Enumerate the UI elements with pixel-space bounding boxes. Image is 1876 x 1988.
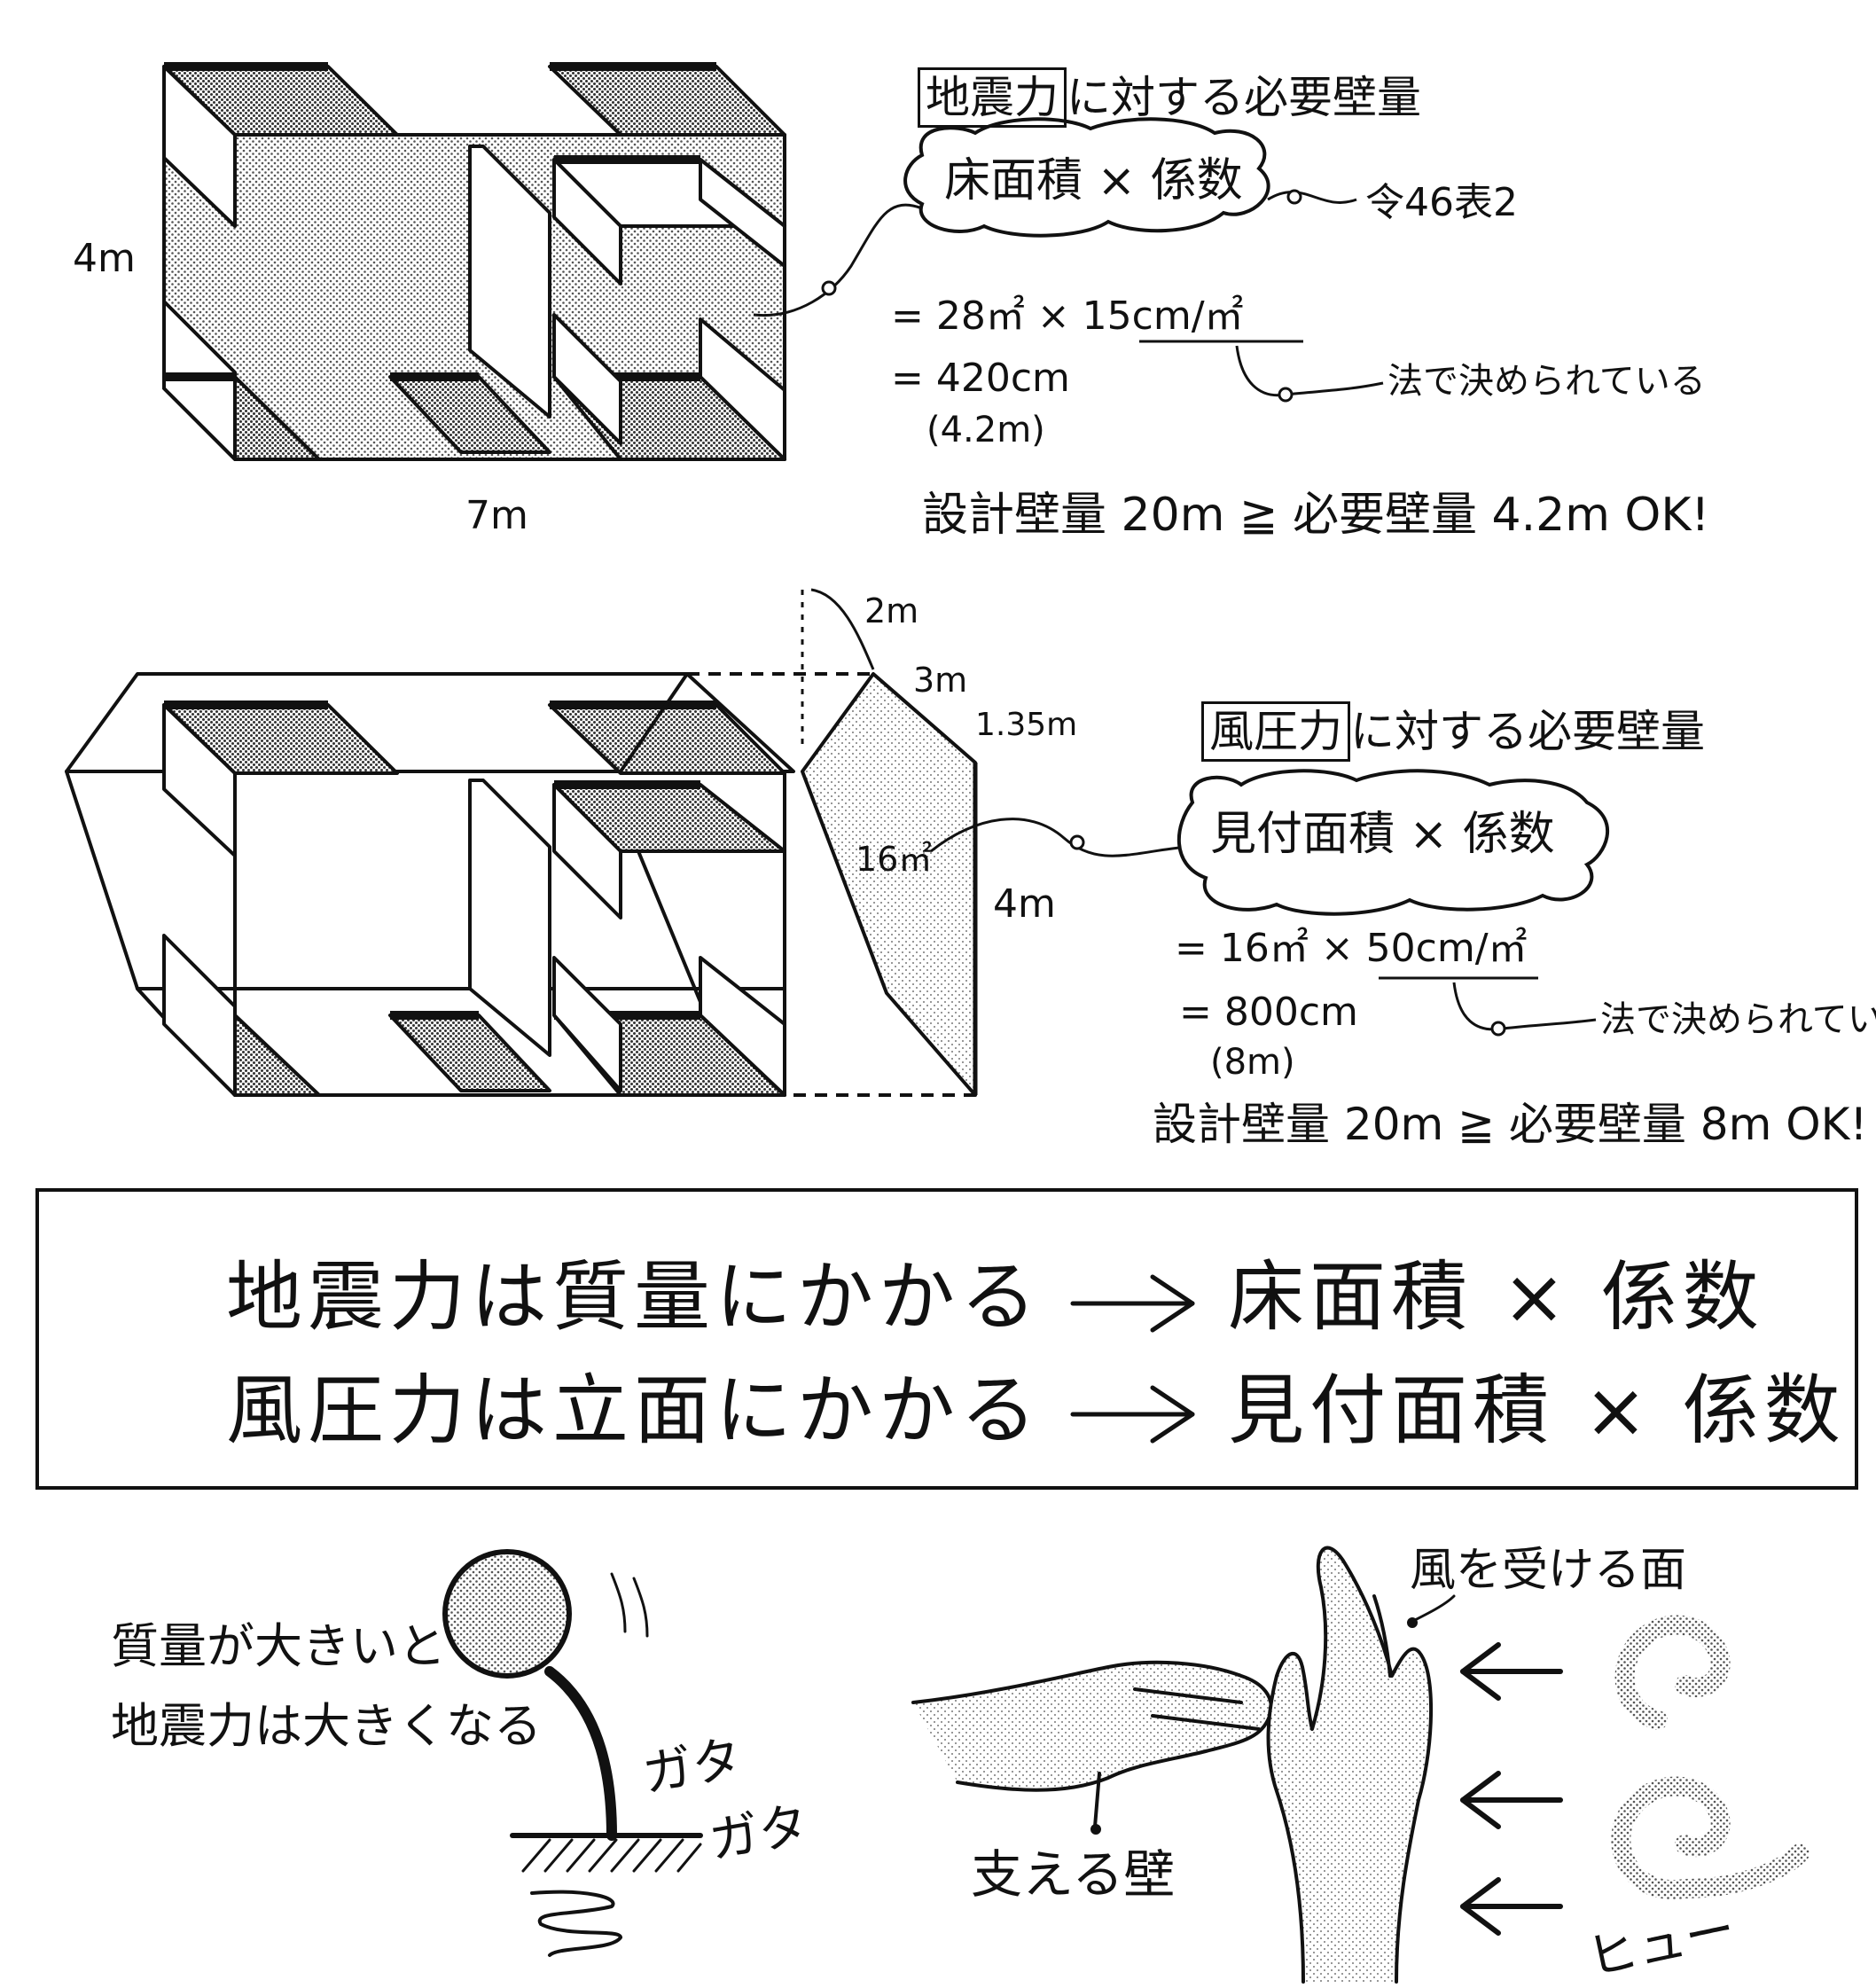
summary-row1-left: 地震力は質量にかかる [226, 1253, 1042, 1342]
caption-mass-line2: 地震力は大きくなる [111, 1698, 542, 1754]
summary-arrows [1070, 1274, 1195, 1444]
calc-wind-line3: (8m) [1210, 1042, 1295, 1083]
wall-bottom-right-side [699, 317, 786, 461]
law-note-2: 法で決められている [1600, 999, 1876, 1040]
formula-floor-area: 床面積 × 係数 [944, 154, 1243, 207]
title-wind: 風圧力に対する必要壁量 [1201, 701, 1705, 762]
dim-label-2m: 2m [864, 591, 919, 630]
shaking-ball-illustration [442, 1549, 703, 1957]
leader-line-2 [930, 818, 1189, 857]
wall-bottom-right-left [552, 313, 622, 445]
title-seismic-boxed: 地震力 [918, 67, 1067, 128]
title-wind-boxed: 風圧力 [1201, 701, 1350, 762]
wind-swirl-2 [1611, 1776, 1810, 1900]
conclusion-seismic: 設計壁量 20m ≧ 必要壁量 4.2m OK! [922, 489, 1710, 542]
title-seismic: 地震力に対する必要壁量 [918, 67, 1421, 128]
supporting-hand [911, 1660, 1273, 1792]
summary-row2-right: 見付面積 × 係数 [1228, 1366, 1846, 1455]
calc-seismic-line1: = 28㎡ × 15cm/㎡ [891, 294, 1244, 339]
dim-label-1-35m: 1.35m [975, 707, 1078, 743]
area-label-elevation: 16㎡ [856, 840, 933, 879]
formula-elevation-area: 見付面積 × 係数 [1210, 808, 1555, 861]
summary-box [35, 1188, 1858, 1490]
conclusion-wind: 設計壁量 20m ≧ 必要壁量 8m OK! [1153, 1099, 1868, 1150]
vibration-zigzag [530, 1890, 623, 1957]
inner-room-right-top [699, 158, 786, 268]
elevation-area [801, 672, 977, 1097]
wall-top-right [548, 65, 786, 137]
law-note-1: 法で決められている [1387, 361, 1706, 402]
spring-stem [544, 1666, 617, 1841]
cloud-2 [1176, 769, 1609, 916]
title-wind-rest: に対する必要壁量 [1350, 706, 1705, 757]
wall-top-left-side [162, 65, 237, 228]
dim-label-height-1: 4m [73, 236, 136, 281]
summary-row2-left: 風圧力は立面にかかる [226, 1366, 1042, 1455]
label-support-wall: 支える壁 [971, 1844, 1176, 1905]
inner-room-left [552, 158, 622, 286]
wind-swirl-1 [1614, 1615, 1731, 1730]
calc-seismic-line3: (4.2m) [926, 410, 1045, 450]
wall-middle [468, 145, 551, 419]
calc-wind-line2: = 800cm [1179, 990, 1358, 1035]
heavy-ball [442, 1549, 572, 1679]
wind-arrows [1460, 1642, 1563, 1936]
dim-label-width-1: 7m [465, 493, 528, 538]
wall2-middle [468, 779, 551, 1057]
calc-wind-line1: = 16㎡ × 50cm/㎡ [1175, 926, 1528, 971]
dim-label-3m: 3m [913, 661, 968, 700]
calc-seismic-line2: = 420cm [891, 356, 1070, 401]
label-wind-face: 風を受ける面 [1410, 1544, 1687, 1597]
hands-wind-illustration [911, 1546, 1810, 1984]
upright-hand [1266, 1546, 1434, 1984]
title-seismic-rest: に対する必要壁量 [1067, 72, 1421, 123]
leader-line-1 [753, 203, 923, 317]
summary-row1-right: 床面積 × 係数 [1228, 1253, 1764, 1342]
reference-article: 令46表2 [1365, 180, 1518, 225]
dim-label-4m: 4m [993, 881, 1056, 927]
floor-plan-diagram-1 [162, 62, 923, 461]
house-diagram-2 [65, 588, 1189, 1097]
caption-mass-line1: 質量が大きいと [111, 1618, 446, 1674]
cloud-1 [903, 117, 1270, 238]
